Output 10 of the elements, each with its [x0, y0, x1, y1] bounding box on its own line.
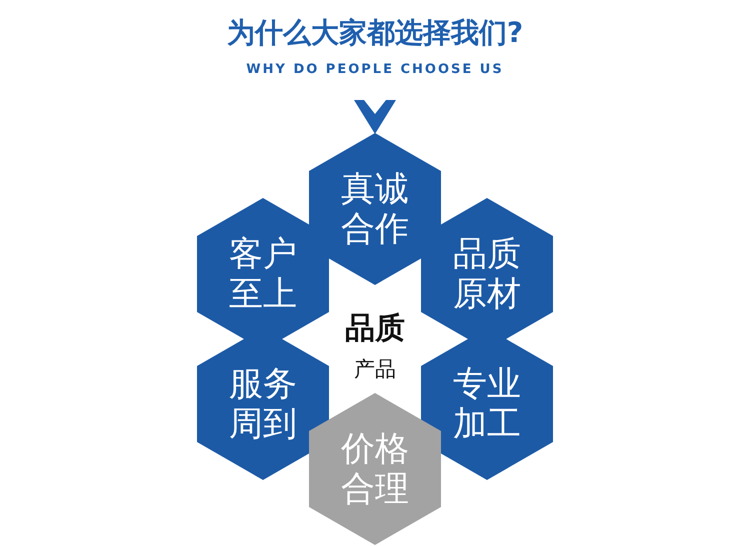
feature-label: 价格合理 — [340, 429, 410, 509]
feature-label: 专业加工 — [452, 364, 522, 444]
title: 为什么大家都选择我们? — [226, 15, 524, 51]
feature-label: 服务周到 — [228, 364, 298, 444]
center-subheading: 产品 — [353, 356, 397, 383]
feature-label: 真诚合作 — [340, 169, 410, 249]
center-heading: 品质 — [344, 310, 406, 348]
feature-label: 品质原材 — [452, 234, 522, 314]
subtitle: WHY DO PEOPLE CHOOSE US — [245, 62, 505, 77]
feature-label: 客户至上 — [228, 234, 298, 314]
